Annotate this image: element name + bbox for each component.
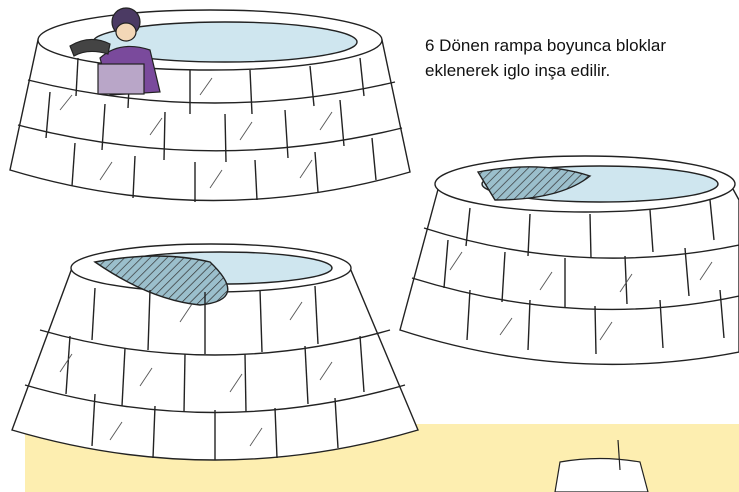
- caption-line-2: eklenerek iglo inşa edilir.: [425, 58, 725, 83]
- igloo-stage-bottom: [12, 244, 418, 460]
- caption-line-1: 6 Dönen rampa boyunca bloklar: [425, 33, 725, 58]
- igloo-stage-right: [400, 156, 739, 364]
- caption: 6 Dönen rampa boyunca bloklar eklenerek …: [425, 33, 725, 83]
- igloo-stage-top: [10, 10, 410, 202]
